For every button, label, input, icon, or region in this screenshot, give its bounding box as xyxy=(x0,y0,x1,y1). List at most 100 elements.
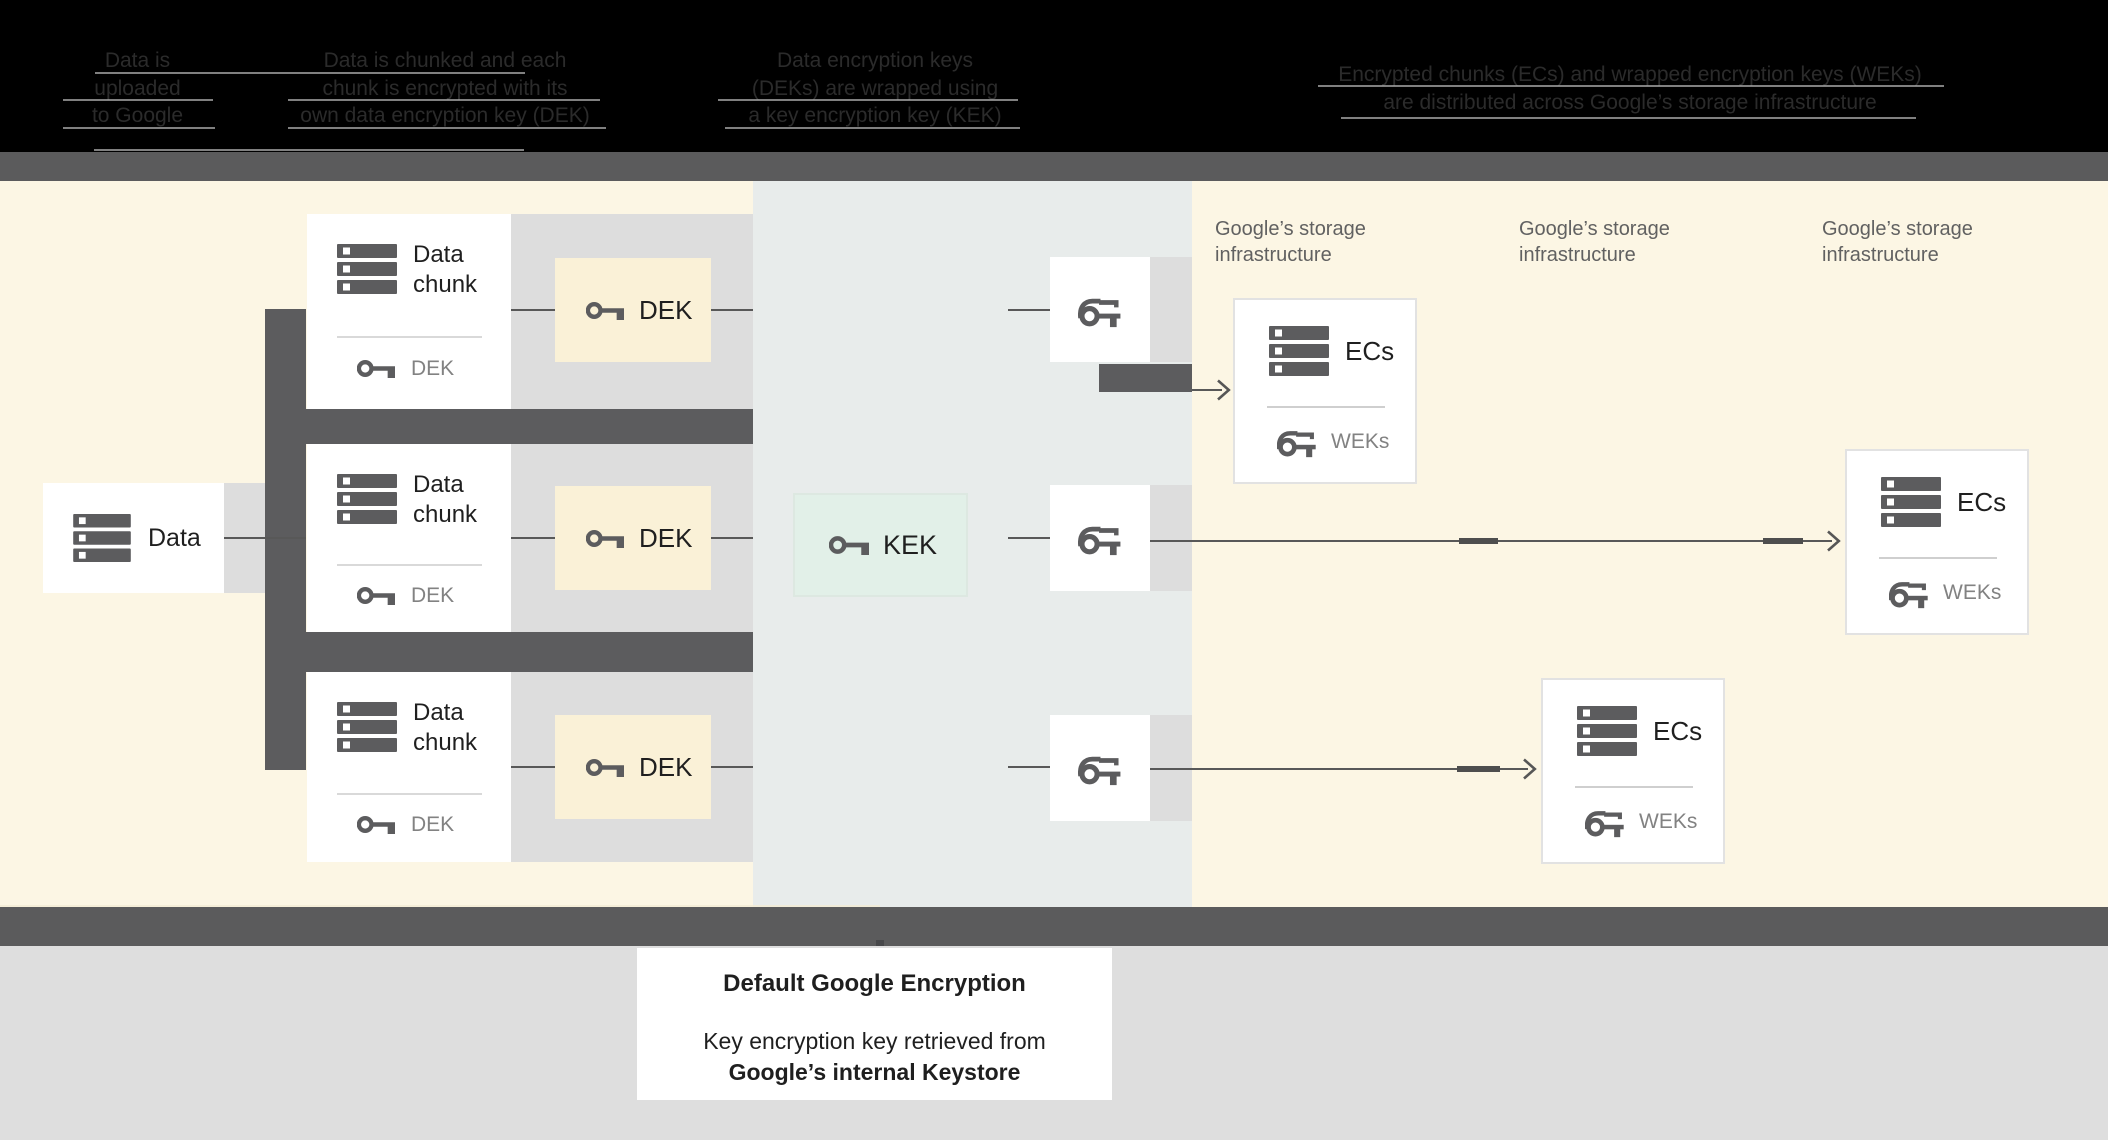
fanout-horizontal-bar-2 xyxy=(306,632,753,672)
caption-line: chunk is encrypted with its xyxy=(322,76,568,100)
server-icon xyxy=(1577,706,1637,756)
storage-label-line: Google’s storage xyxy=(1519,218,1670,240)
kek-label: KEK xyxy=(883,529,938,560)
chunk-title: Data chunk xyxy=(413,698,477,758)
ecs-label: ECs xyxy=(1653,716,1703,746)
header-caption-2: Data is chunked and each chunk is encryp… xyxy=(285,47,605,130)
header-caption-3: Data encryption keys (DEKs) are wrapped … xyxy=(715,47,1035,130)
weks-label: WEKs xyxy=(1639,810,1698,833)
header-streak xyxy=(94,149,524,151)
ecs-label: ECs xyxy=(1957,487,2007,517)
server-icon xyxy=(1881,477,1941,527)
chunk-title-line: chunk xyxy=(413,729,478,756)
arrowhead-row2 xyxy=(1826,529,1841,553)
wrapped-key-icon xyxy=(1078,749,1122,787)
chunk-dek-label: DEK xyxy=(411,584,455,607)
wrapped-key-box-1 xyxy=(1050,257,1150,362)
key-icon xyxy=(586,756,624,779)
dek-box-2: DEK xyxy=(555,486,711,590)
storage-label-line: infrastructure xyxy=(1822,244,1939,266)
dek-label: DEK xyxy=(639,751,693,782)
storage-label-line: infrastructure xyxy=(1519,244,1636,266)
legend-caption-box: Default Google Encryption Key encryption… xyxy=(637,948,1112,1100)
data-chunk-card-1: Data chunk DEK xyxy=(307,214,511,409)
header-streak xyxy=(63,127,215,129)
key-icon xyxy=(586,299,624,322)
server-icon xyxy=(337,474,397,524)
caption-line: a key encryption key (KEK) xyxy=(748,104,1002,127)
card-divider xyxy=(1879,557,1997,559)
chunk-title-line: chunk xyxy=(413,271,478,298)
top-divider-bar xyxy=(0,152,2108,181)
header-streak xyxy=(725,127,1020,129)
dek-box-3: DEK xyxy=(555,715,711,819)
wrapped-key-icon xyxy=(1277,424,1317,459)
weks-label: WEKs xyxy=(1331,430,1390,453)
chunk-title-line: Data xyxy=(413,241,464,268)
server-icon xyxy=(73,514,131,562)
data-box: Data xyxy=(43,483,224,593)
stub-row3 xyxy=(1008,766,1050,768)
legend-body: Key encryption key retrieved from Google… xyxy=(703,1026,1046,1088)
chunk-dek-label: DEK xyxy=(411,813,455,836)
legend-body-line1: Key encryption key retrieved from xyxy=(703,1028,1046,1054)
caption-line: to Google xyxy=(91,104,184,127)
caption-line: Encrypted chunks (ECs) and wrapped encry… xyxy=(1338,63,1922,86)
header-streak xyxy=(63,99,213,101)
arrow-dash xyxy=(1763,538,1803,544)
header-streak xyxy=(1318,85,1944,87)
caption-line: (DEKs) are wrapped using xyxy=(751,76,999,100)
header-streak xyxy=(288,127,606,129)
header-caption-band xyxy=(0,0,2108,152)
bottom-divider-bar xyxy=(0,907,2108,946)
chunk-title-line: Data xyxy=(413,699,464,726)
fanout-vertical-bar xyxy=(265,309,306,770)
card-divider xyxy=(337,564,482,566)
arrowhead-row3 xyxy=(1522,757,1537,781)
wrapped-key-icon xyxy=(1078,519,1122,557)
key-icon xyxy=(829,533,869,557)
caption-line: Data is xyxy=(104,49,171,72)
caption-connector-tick xyxy=(876,940,884,948)
pipe-band-wkey1 xyxy=(1150,257,1192,362)
storage-label-line: Google’s storage xyxy=(1822,218,1973,240)
server-icon xyxy=(337,702,397,752)
data-chunk-card-3: Data chunk DEK xyxy=(307,672,511,862)
ecs-box-1: ECs WEKs xyxy=(1233,298,1417,484)
caption-line: Data is chunked and each xyxy=(323,49,567,72)
key-icon xyxy=(357,813,395,836)
arrowhead-row1 xyxy=(1216,378,1231,402)
data-chunk-card-2: Data chunk DEK xyxy=(307,444,511,632)
stub-row1 xyxy=(1008,309,1050,311)
card-divider xyxy=(1267,406,1385,408)
panel-bottom-edge xyxy=(0,905,880,907)
stub-row2 xyxy=(1008,537,1050,539)
fanout-horizontal-bar-1 xyxy=(306,409,753,444)
caption-line: own data encryption key (DEK) xyxy=(300,104,590,127)
dek-label: DEK xyxy=(639,522,693,553)
caption-line: Data encryption keys xyxy=(776,49,974,72)
header-streak xyxy=(288,99,600,101)
header-streak xyxy=(1341,117,1916,119)
key-icon xyxy=(586,527,624,550)
storage-label-line: infrastructure xyxy=(1215,244,1332,266)
caption-line: are distributed across Google’s storage … xyxy=(1383,90,1877,114)
kek-box: KEK xyxy=(793,493,968,597)
data-box-label: Data xyxy=(148,523,201,552)
card-divider xyxy=(337,336,482,338)
storage-infra-label-3: Google’s storage infrastructure xyxy=(1822,216,1973,268)
chunk-dek-label: DEK xyxy=(411,357,455,380)
storage-label-line: Google’s storage xyxy=(1215,218,1366,240)
server-icon xyxy=(1269,326,1329,376)
connector-data-to-fanout xyxy=(224,537,306,539)
chunk-title-line: Data xyxy=(413,471,464,498)
card-divider xyxy=(1575,786,1693,788)
header-streak xyxy=(95,72,525,74)
pipe-band-wkey2 xyxy=(1150,485,1192,591)
legend-title: Default Google Encryption xyxy=(723,970,1026,997)
dek-label: DEK xyxy=(639,294,693,325)
storage-infra-label-1: Google’s storage infrastructure xyxy=(1215,216,1366,268)
key-icon xyxy=(357,357,395,380)
wrapped-key-icon xyxy=(1889,575,1929,610)
